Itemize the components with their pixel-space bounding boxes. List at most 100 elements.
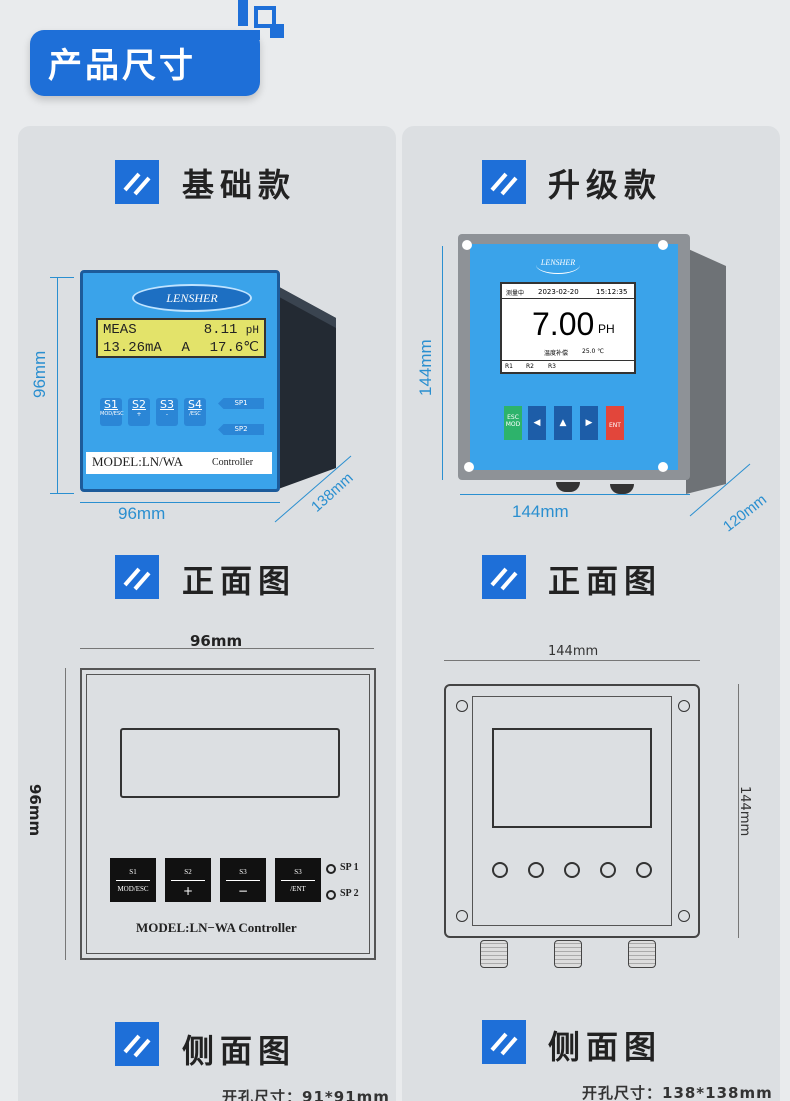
key-s4[interactable]: S4/ESC	[184, 398, 206, 426]
lcd-line1-value: 8.11	[203, 322, 238, 338]
key-top: S1	[129, 868, 137, 876]
sp1-label: SP 1	[340, 862, 359, 873]
brand-logo: LENSHER	[536, 256, 580, 274]
lcd-line2-value: 17.6	[209, 340, 244, 356]
key-s2[interactable]: S2+	[128, 398, 150, 426]
section-slash-icon	[115, 555, 159, 599]
sp2-indicator: SP2	[218, 424, 264, 435]
deco-square	[238, 0, 248, 26]
sp1-indicator: SP1	[218, 398, 264, 409]
cutout-label: 开孔尺寸：138*138mm	[582, 1084, 773, 1101]
dim-height-label: 96mm	[30, 350, 49, 398]
key-top: S3	[239, 868, 247, 876]
key-label: S1	[104, 398, 118, 411]
section-title-front: 正面图	[548, 562, 663, 600]
dim-width-label: 144mm	[512, 502, 569, 521]
section-slash-icon	[115, 160, 159, 204]
page-title: 产品尺寸	[48, 46, 196, 86]
screw	[464, 462, 474, 472]
key-ent[interactable]: ENT	[606, 406, 624, 440]
drawing-inner-frame	[472, 696, 672, 926]
drawing-button-icon	[492, 862, 508, 878]
key-right[interactable]: ▶	[580, 406, 598, 440]
dim-line-width	[80, 502, 280, 503]
section-slash-icon	[482, 160, 526, 204]
key-top: S3	[294, 868, 302, 876]
screw	[462, 240, 472, 250]
relay-r3: R3	[548, 363, 556, 370]
drawing-dim-line	[65, 668, 66, 960]
key-sub: MOD/ESC	[100, 411, 124, 417]
device-housing	[270, 282, 336, 492]
drawing-button-icon	[528, 862, 544, 878]
sp2-label: SP 2	[340, 888, 359, 899]
drawing-outer-frame	[80, 668, 376, 960]
dim-width-label: 96mm	[118, 504, 166, 523]
dim-line-height	[57, 277, 58, 493]
drawing-key-s2: S2+	[165, 858, 211, 902]
screen-unit: PH	[598, 322, 615, 336]
lcd-line1-unit: pH	[245, 325, 259, 337]
upgrade-device: LENSHER 测量中 2023-02-20 15:12:35 7.00 PH …	[458, 234, 726, 494]
drawing-key-s3: S3−	[220, 858, 266, 902]
drawing-width-label: 144mm	[548, 644, 599, 659]
dim-tick	[50, 493, 74, 494]
dim-tick	[50, 277, 74, 278]
section-title-front: 正面图	[182, 562, 297, 600]
screen-date: 2023-02-20	[538, 288, 579, 296]
section-title-basic: 基础款	[182, 166, 297, 204]
section-slash-icon	[482, 1020, 526, 1064]
key-sub: +	[136, 411, 142, 418]
drawing-button-icon	[600, 862, 616, 878]
screen-value: 7.00	[532, 306, 595, 342]
drawing-dim-line	[738, 684, 739, 938]
key-left[interactable]: ◀	[528, 406, 546, 440]
dim-height-label: 144mm	[416, 339, 435, 396]
key-label: S3	[160, 398, 174, 411]
lcd-line2-left: 13.26mA	[103, 340, 162, 356]
drawing-key-s4: S3/ENT	[275, 858, 321, 902]
drawing-outer-frame	[444, 684, 700, 938]
section-slash-icon	[482, 555, 526, 599]
brand-logo: LENSHER	[132, 284, 252, 312]
drawing-button-icon	[564, 862, 580, 878]
cable-gland	[556, 482, 580, 492]
section-slash-icon	[115, 1022, 159, 1066]
screw-icon	[456, 700, 468, 712]
drawing-width-label: 96mm	[190, 632, 243, 650]
dim-line-width	[460, 494, 690, 495]
lcd-line2-mid: A	[181, 340, 190, 356]
screen-time: 15:12:35	[596, 288, 628, 296]
key-up[interactable]: ▲	[554, 406, 572, 440]
dim-depth-line	[274, 455, 352, 523]
deco-square-outline	[254, 6, 276, 28]
key-label: +	[182, 884, 194, 898]
key-esc-mod[interactable]: ESC MOD	[504, 406, 522, 440]
drawing-lcd-window	[120, 728, 340, 798]
screw	[658, 240, 668, 250]
cutout-label: 开孔尺寸：91*91mm	[222, 1088, 390, 1101]
key-label: S4	[188, 398, 202, 411]
dim-line-height	[442, 246, 443, 480]
key-label: MOD/ESC	[117, 885, 149, 893]
key-label: S2	[132, 398, 146, 411]
key-s3[interactable]: S3-	[156, 398, 178, 426]
drawing-height-label: 144mm	[737, 786, 752, 837]
lcd-line2-unit: ℃	[243, 340, 259, 356]
cable-gland-icon	[554, 940, 582, 968]
section-title-upgrade: 升级款	[548, 166, 663, 204]
screen-divider	[502, 298, 634, 299]
drawing-screen-window	[492, 728, 652, 828]
cable-gland	[610, 484, 634, 494]
model-label: MODEL:LN/WA	[92, 454, 183, 469]
section-title-side: 侧面图	[182, 1032, 297, 1070]
model-plate	[86, 452, 272, 474]
dim-depth-line	[689, 463, 751, 517]
screw	[658, 462, 668, 472]
sp1-led-icon	[326, 864, 336, 874]
cable-gland-icon	[480, 940, 508, 968]
